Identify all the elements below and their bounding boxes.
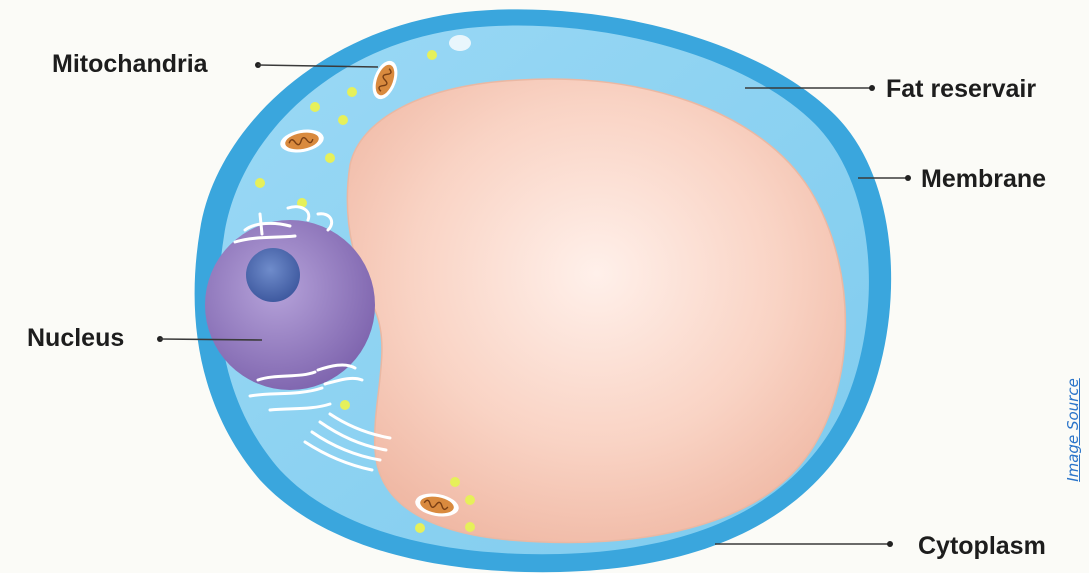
fat-droplet (347, 79, 845, 542)
label-nucleus: Nucleus (27, 324, 124, 352)
leader-dot (905, 175, 911, 181)
leader-line (160, 339, 262, 340)
image-source-link-text[interactable]: Image Source (1064, 378, 1082, 482)
vacuole (449, 35, 471, 51)
label-fat-reservoir: Fat reservair (886, 75, 1036, 103)
image-source-link[interactable]: Image Source (1058, 355, 1088, 505)
label-cytoplasm: Cytoplasm (918, 532, 1046, 560)
label-membrane: Membrane (921, 165, 1046, 193)
nucleolus (246, 248, 300, 302)
leader-dot (869, 85, 875, 91)
leader-dot (887, 541, 893, 547)
label-membrane-group: Membrane (858, 165, 1046, 193)
label-cytoplasm-group: Cytoplasm (715, 532, 1046, 560)
label-mitochondria: Mitochandria (52, 50, 209, 78)
